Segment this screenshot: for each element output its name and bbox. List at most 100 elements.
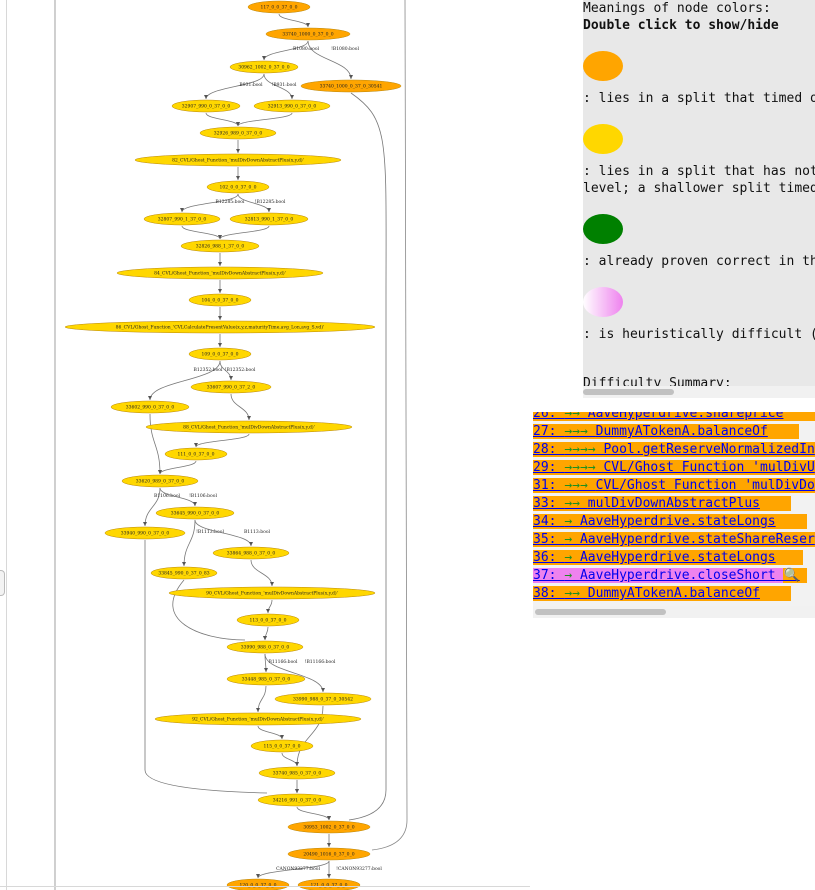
trace-line-number: 26: (533, 412, 565, 421)
graph-edge (149, 413, 161, 475)
graph-node[interactable]: 120_0_0_37_0_0 (226, 878, 290, 890)
graph-node[interactable]: 113_0_0_37_0_0 (236, 613, 300, 627)
graph-node-label: 30953_1002_0_37_0_0 (303, 825, 354, 831)
legend-scrollbar-thumb[interactable] (583, 389, 674, 395)
trace-list-item[interactable]: 35: → AaveHyperdrive.stateShareReser (533, 532, 815, 547)
graph-node[interactable]: 33990_988_0_37_0_0 (226, 640, 304, 654)
graph-node-label: 121_0_0_37_0_0 (310, 883, 347, 889)
graph-node[interactable]: 33607_990_0_37_2_0 (190, 380, 272, 394)
trace-function-name[interactable]: mulDivDownAbstractPlus (587, 496, 760, 511)
graph-node[interactable]: 90_CVL/Ghost_Function_'mulDivDownAbstrac… (168, 586, 376, 600)
graph-node[interactable]: 84_CVL/Ghost_Function_'mulDivDownAbstrac… (116, 266, 324, 280)
graph-node[interactable]: 92_CVL/Ghost_Function_'mulDivDownAbstrac… (154, 712, 362, 726)
graph-node[interactable]: 33740_1000_0_37_0_0 (265, 27, 351, 41)
graph-node-label: 84_CVL/Ghost_Function_'mulDivDownAbstrac… (154, 270, 286, 277)
edge-arrowhead (143, 522, 147, 526)
trace-function-name[interactable]: CVL/Ghost Function 'mulDivU (603, 460, 815, 475)
graph-node[interactable]: 33645_990_0_37_0_0 (155, 506, 235, 520)
trace-list-item[interactable]: 31: →→→ CVL/Ghost Function 'mulDivDo (533, 478, 815, 493)
trace-function-name[interactable]: AaveHyperdrive.closeShort (579, 568, 776, 583)
graph-node[interactable]: 88_CVL/Ghost_Function_'mulDivDownAbstrac… (145, 420, 353, 434)
graph-edge (149, 360, 221, 401)
graph-node[interactable]: 32913_990_0_37_0_0 (253, 99, 331, 113)
trace-function-name[interactable]: AaveHyperdrive.stateLongs (579, 514, 776, 529)
trace-function-name[interactable]: DummyATokenA.balanceOf (595, 424, 768, 439)
trace-function-name[interactable]: AaveHyperdrive.shareprice (587, 412, 784, 421)
edge-condition-label: !B1113:bool (196, 529, 224, 535)
graph-node[interactable]: 32926_989_0_37_0_0 (199, 126, 277, 140)
call-depth-arrows: → (564, 532, 580, 547)
graph-node[interactable]: 32826_988_1_37_0_0 (180, 239, 260, 253)
trace-function-name[interactable]: DummyATokenA.balanceOf (587, 586, 760, 601)
trace-line-number: 31: (533, 478, 565, 493)
graph-node[interactable]: 34216_991_0_37_0_0 (257, 793, 337, 807)
edge-arrowhead (306, 23, 310, 27)
panel-border (6, 0, 7, 890)
graph-node[interactable]: 102_0_0_37_0_0 (206, 180, 270, 194)
edge-arrowhead (256, 708, 260, 712)
graph-node[interactable]: 33864_988_0_37_0_0 (212, 546, 290, 560)
edge-arrowhead (148, 396, 152, 400)
legend-entry-yellow: : lies in a split that has not (583, 164, 815, 179)
color-legend-panel[interactable]: Meanings of node colors: Double click to… (583, 0, 815, 386)
graph-node[interactable]: 32813_990_1_37_0_0 (229, 212, 309, 226)
graph-node-label: 92_CVL/Ghost_Function_'mulDivDownAbstrac… (192, 716, 324, 723)
graph-node[interactable]: 33845_990_0_37_0_83 (150, 566, 218, 580)
trace-list-item[interactable]: 38: →→ DummyATokenA.balanceOf (533, 586, 791, 601)
edge-arrowhead (327, 874, 331, 878)
edge-arrowhead (295, 762, 299, 766)
call-depth-arrows: → (564, 550, 580, 565)
graph-node[interactable]: 32807_990_1_37_0_0 (143, 212, 221, 226)
call-graph[interactable]: B1080:bool!B1080:boolB931:bool!B931:bool… (0, 0, 530, 890)
graph-node[interactable]: 32907_990_0_37_0_0 (171, 99, 241, 113)
trace-list-item[interactable]: 26: →→ AaveHyperdrive.shareprice (533, 412, 815, 421)
graph-node[interactable]: 86_CVL/Ghost_Function_'CVLCalculatePrese… (64, 320, 376, 334)
trace-list-item[interactable]: 27: →→→ DummyATokenA.balanceOf (533, 424, 799, 439)
graph-node[interactable]: 121_0_0_37_0_0 (297, 878, 361, 890)
graph-node-label: 33940_990_0_37_0_0 (121, 531, 170, 537)
trace-list-item[interactable]: 34: → AaveHyperdrive.stateLongs (533, 514, 807, 529)
trace-list-item[interactable]: 33: →→ mulDivDownAbstractPlus (533, 496, 791, 511)
edge-arrowhead (180, 208, 184, 212)
graph-node[interactable]: 109_0_0_37_0_0 (188, 347, 252, 361)
trace-list-scrollbar-thumb[interactable] (535, 609, 666, 615)
trace-function-name[interactable]: Pool.getReserveNormalizedIn (603, 442, 815, 457)
graph-node[interactable]: 115_0_0_37_0_0 (250, 739, 314, 753)
graph-node-label: 33740_985_0_37_0_0 (273, 771, 322, 777)
graph-node[interactable]: 30962_1002_0_37_0_0 (229, 60, 299, 74)
trace-function-name[interactable]: AaveHyperdrive.stateShareReser (579, 532, 815, 547)
trace-list-item[interactable]: 36: → AaveHyperdrive.stateLongs (533, 550, 803, 565)
trace-list-item[interactable]: 37: → AaveHyperdrive.closeShort 🔍 (533, 568, 807, 583)
graph-node-label: 33740_1000_0_37_0_0 (282, 32, 333, 38)
graph-edge (257, 860, 330, 879)
trace-list-item[interactable]: 29: →→→→ CVL/Ghost Function 'mulDivU (533, 460, 815, 475)
edge-condition-label: CANON93277:bool (276, 866, 320, 872)
graph-node[interactable]: 33740_1000_0_37_0_30541 (300, 79, 402, 93)
edge-arrowhead (218, 262, 222, 266)
graph-node[interactable]: 33620_989_0_37_0_0 (121, 474, 199, 488)
graph-node-label: 33620_989_0_37_0_0 (136, 479, 185, 485)
panel-resize-handle[interactable] (0, 570, 5, 596)
graph-node[interactable]: 111_0_0_37_0_0 (164, 447, 228, 461)
graph-node[interactable]: 104_0_0_37_0_0 (188, 293, 252, 307)
graph-node[interactable]: 117_0_0_37_0_0 (247, 0, 311, 14)
graph-node[interactable]: 33602_990_0_37_0_0 (110, 400, 190, 414)
graph-node[interactable]: 33448_985_0_37_0_0 (226, 672, 306, 686)
graph-node[interactable]: 33740_985_0_37_0_0 (258, 766, 336, 780)
magnifier-icon[interactable]: 🔍 (775, 568, 800, 583)
trace-function-name[interactable]: CVL/Ghost Function 'mulDivDo (595, 478, 815, 493)
graph-node[interactable]: 20490_1016_0_37_0_0 (287, 847, 371, 861)
graph-node-label: 88_CVL/Ghost_Function_'mulDivDownAbstrac… (183, 424, 315, 431)
graph-node[interactable]: 33990_988_0_37_0_30542 (274, 692, 372, 706)
edge-condition-label: !B931:bool (272, 82, 298, 88)
trace-function-name[interactable]: AaveHyperdrive.stateLongs (579, 550, 776, 565)
graph-node[interactable]: 82_CVL/Ghost_Function_'mulDivDownAbstrac… (134, 153, 342, 167)
trace-list-item[interactable]: 28: →→→→ Pool.getReserveNormalizedIn (533, 442, 815, 457)
edge-arrowhead (280, 735, 284, 739)
graph-node[interactable]: 33940_990_0_37_0_0 (104, 526, 186, 540)
trace-line-number: 28: (533, 442, 565, 457)
graph-node[interactable]: 30953_1002_0_37_0_0 (287, 820, 371, 834)
graph-edge (281, 752, 298, 767)
